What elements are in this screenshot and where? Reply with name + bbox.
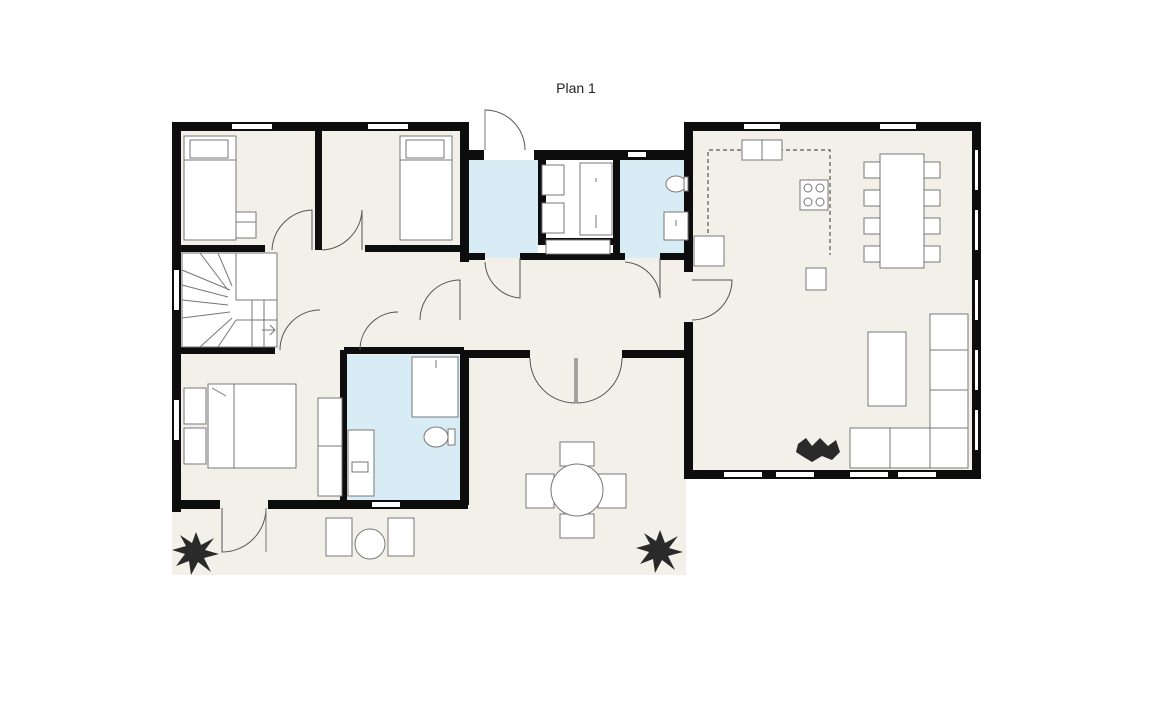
counter <box>545 239 611 255</box>
plant-icon <box>796 438 840 462</box>
windows <box>174 124 978 507</box>
door-swing-icon <box>221 109 733 553</box>
sofa-icon <box>849 313 969 469</box>
plant-icon <box>636 530 683 573</box>
wc-room <box>618 160 690 258</box>
plan-title: Plan 1 <box>556 80 596 96</box>
sink-icon <box>663 211 689 241</box>
bed-icon <box>183 383 343 497</box>
toilet-icon <box>665 175 689 193</box>
plant-icon <box>172 532 219 575</box>
bed-icon <box>183 135 257 241</box>
bathroom-fixtures <box>347 356 459 497</box>
stairs-icon <box>181 252 278 348</box>
walls <box>172 122 981 512</box>
dining-table-icon <box>325 517 415 560</box>
dining-table-icon <box>525 441 627 539</box>
dining-table-icon <box>863 153 941 269</box>
shower-icon <box>579 162 613 236</box>
utility-room <box>460 160 538 258</box>
coffee-table <box>867 331 907 407</box>
bed-icon <box>399 135 453 241</box>
stove-icon <box>799 179 829 211</box>
utility-fixtures <box>541 164 565 234</box>
kitchen <box>693 139 831 291</box>
